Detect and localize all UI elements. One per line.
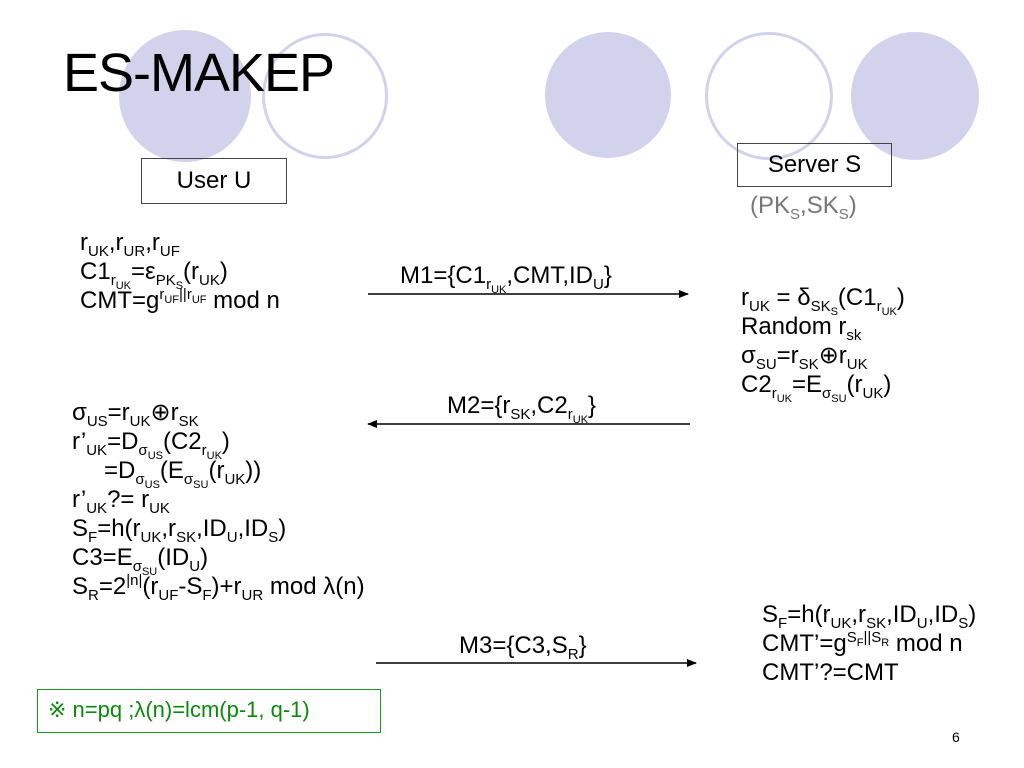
server-step1-computations: rUK = δSKS(C1rUK) Random rsk σSU=rSK⊕rUK… — [741, 283, 905, 405]
formula-line: σUS=rUK⊕rSK — [72, 399, 199, 430]
server-keys: (PKS,SKS) — [750, 192, 857, 223]
formula-line: C3=EσSU(IDU) — [72, 544, 209, 578]
decorative-circle-filled — [119, 30, 251, 162]
user-step2-computations: σUS=rUK⊕rSK r’UK=DσUS(C2rUK) =DσUS(EσSU(… — [72, 398, 365, 604]
message-m2-label: M2={rSK,C2rUK} — [447, 392, 597, 426]
server-label-box: Server S — [737, 143, 892, 187]
formula-line: Random rsk — [741, 313, 862, 344]
message-m3-label: M3={C3,SR} — [459, 632, 587, 663]
formula-line: rUK = δSKS(C1rUK) — [741, 284, 905, 318]
decorative-circle-filled — [545, 32, 671, 158]
message-m1-label: M1={C1rUK,CMT,IDU} — [400, 262, 612, 296]
decorative-circle-ring — [262, 33, 388, 159]
note-box: ※ n=pq ;λ(n)=lcm(p-1, q-1) — [37, 689, 381, 733]
formula-line: C2rUK=EσSU(rUK) — [741, 371, 892, 405]
formula-line: SF=h(rUK,rSK,IDU,IDS) — [762, 601, 977, 632]
user-label-box: User U — [141, 158, 287, 204]
slide-title: ES-MAKEP — [63, 43, 335, 103]
formula-line: CMT’?=CMT — [762, 659, 899, 686]
page-number: 6 — [952, 729, 960, 745]
formula-line: C1rUK=εPKS(rUK) — [80, 258, 228, 292]
decorative-circle-ring — [705, 32, 833, 160]
formula-line: SR=2|n|(rUF-SF)+rUR mod λ(n) — [72, 572, 365, 604]
server-step2-computations: SF=h(rUK,rSK,IDU,IDS) CMT’=gSF||SR mod n… — [762, 600, 976, 687]
formula-line: r’UK=DσUS(C2rUK) — [72, 428, 230, 462]
formula-line: σSU=rSK⊕rUK — [741, 342, 868, 373]
formula-line: r’UK?= rUK — [72, 486, 170, 517]
formula-line: =DσUS(EσSU(rUK)) — [104, 457, 262, 491]
formula-line: CMT’=gSF||SR mod n — [762, 629, 963, 657]
formula-line: CMT=grUF||rUF mod n — [80, 286, 280, 314]
formula-line: SF=h(rUK,rSK,IDU,IDS) — [72, 515, 287, 546]
formula-line: rUK,rUR,rUF — [80, 229, 180, 260]
user-step1-computations: rUK,rUR,rUF C1rUK=εPKS(rUK) CMT=grUF||rU… — [80, 228, 280, 315]
decorative-circle-filled — [851, 32, 979, 160]
